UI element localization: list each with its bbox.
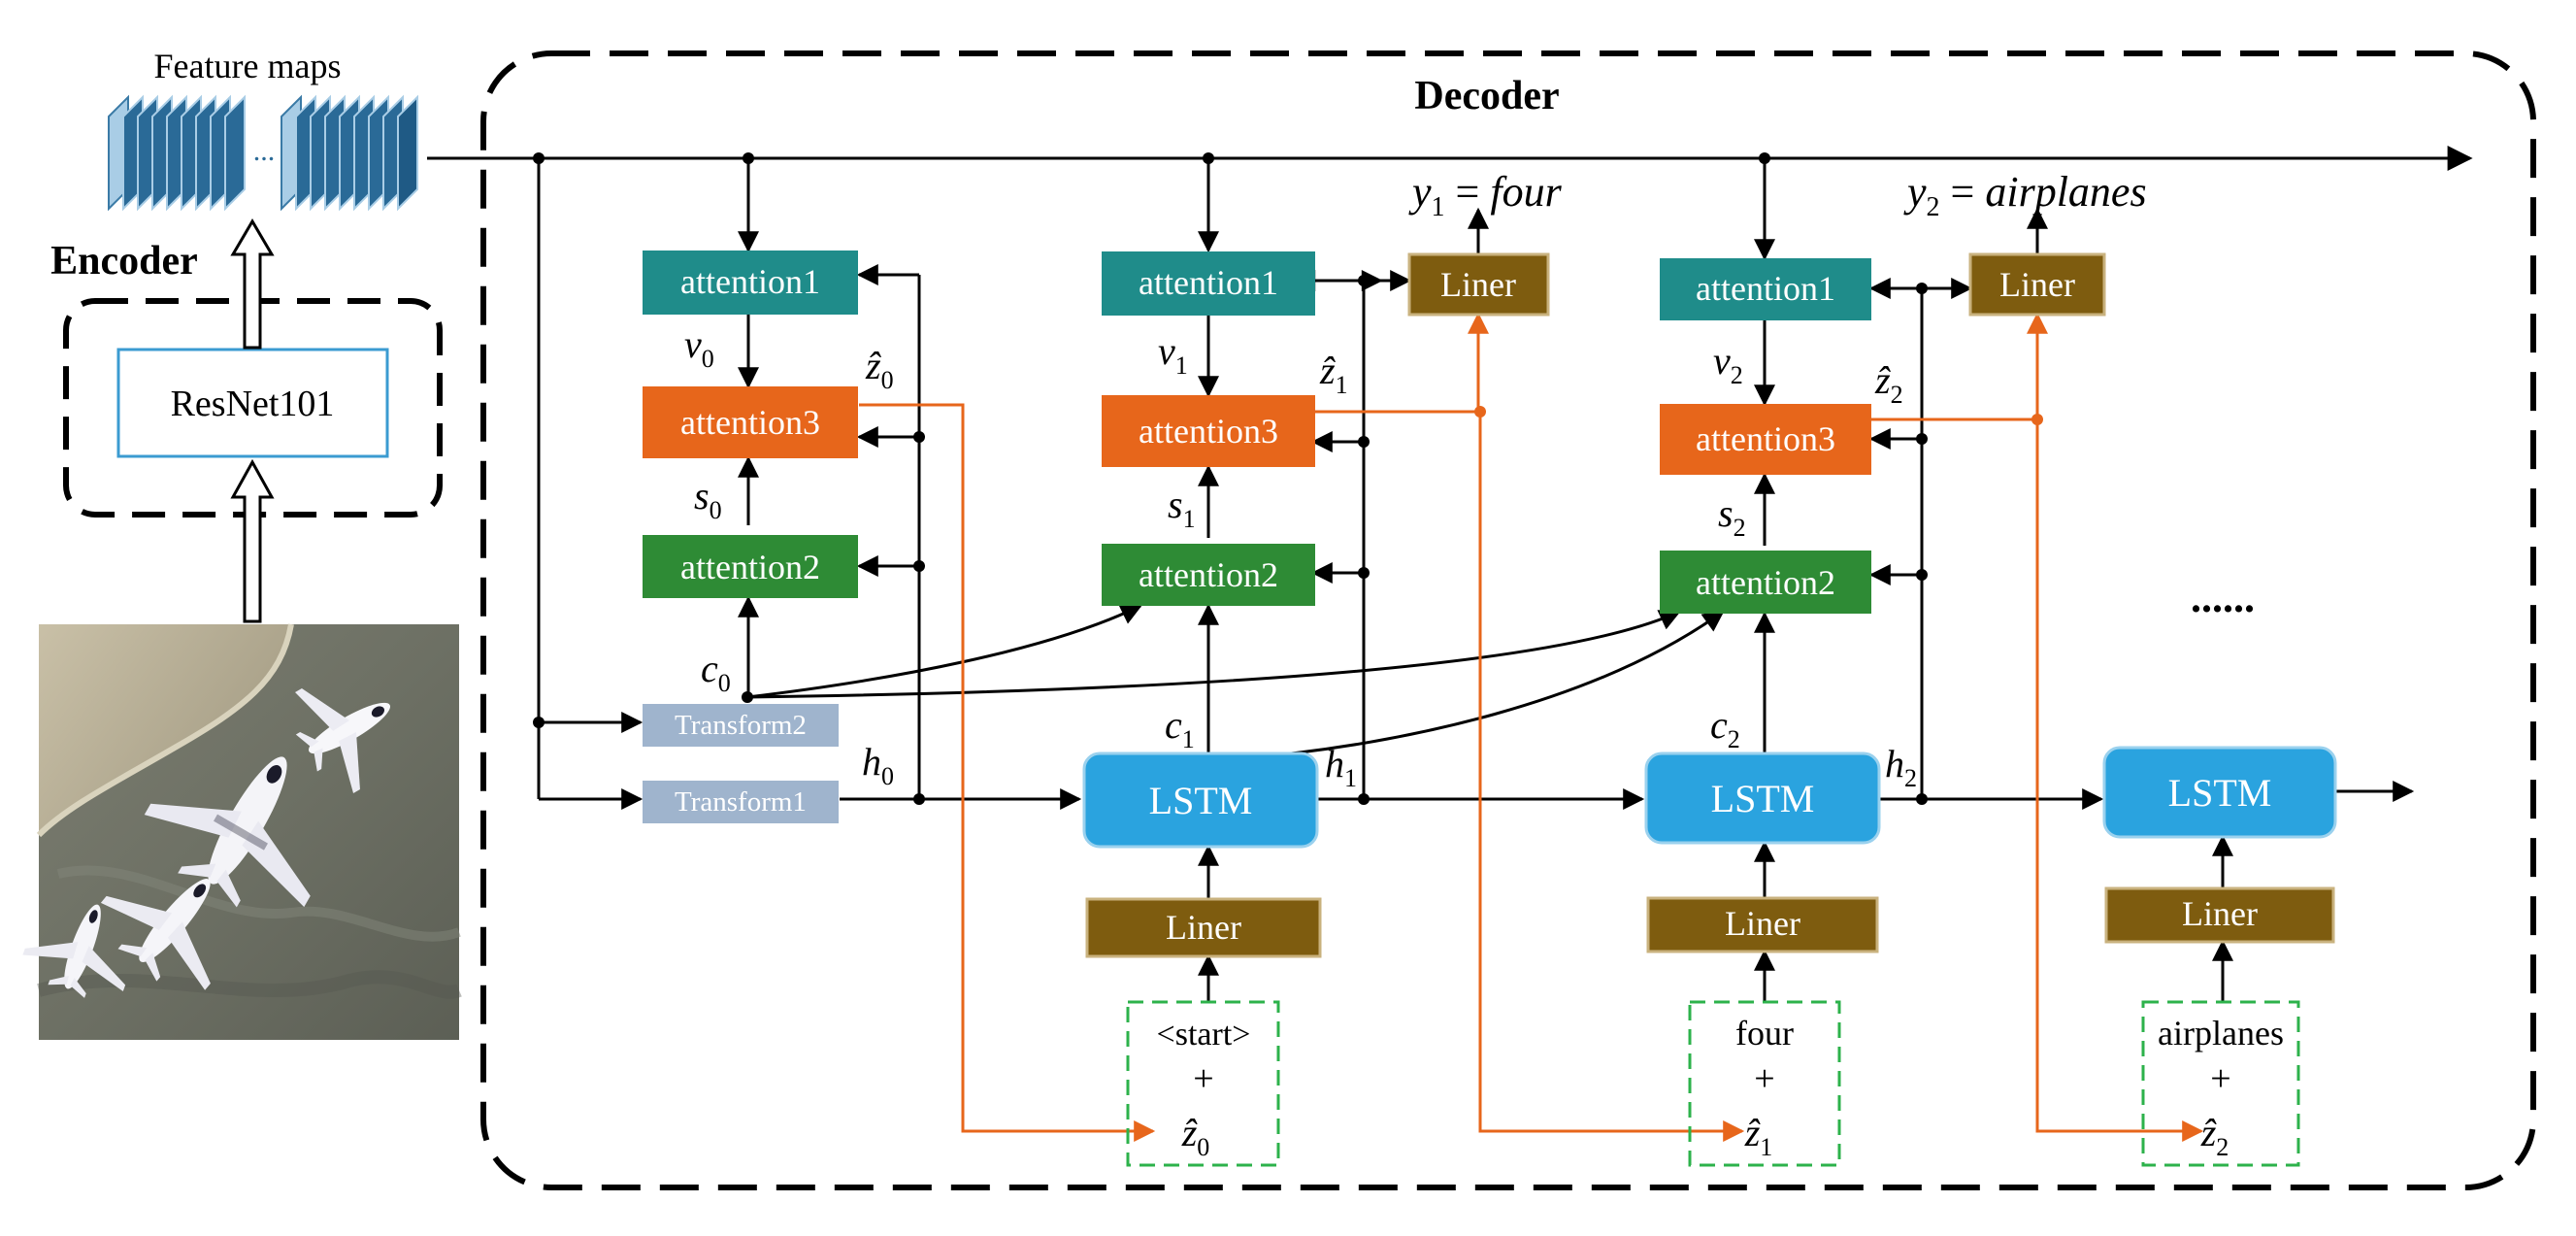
attention3-label-0: attention3 xyxy=(680,403,820,442)
column-1-blocks: attention1 attention3 attention2 LSTM Li… xyxy=(1082,251,1550,958)
attention3-box-0 xyxy=(643,386,858,458)
lstm-box-3 xyxy=(2102,746,2337,839)
label-s0: s0 xyxy=(694,474,722,524)
label-zhat2: ẑ2 xyxy=(1874,358,1903,409)
attention3-label-2: attention3 xyxy=(1696,419,1835,458)
input-token-2: airplanes xyxy=(2158,1014,2284,1052)
label-c1: c1 xyxy=(1165,703,1195,753)
label-h2: h2 xyxy=(1885,742,1917,792)
output-label-1: y1 = four xyxy=(1408,168,1563,222)
attention3-label-1: attention3 xyxy=(1139,412,1278,451)
decoder-dashed-frame xyxy=(480,50,2536,1190)
hollow-arrow-image-to-resnet xyxy=(230,458,275,623)
input-plus-2: + xyxy=(2210,1058,2230,1099)
attention2-label-1: attention2 xyxy=(1139,555,1278,594)
liner-box-output-2 xyxy=(1968,252,2106,317)
input-box-2 xyxy=(2141,1000,2300,1167)
junction-dots xyxy=(533,152,1928,805)
hollow-arrow-resnet-to-features xyxy=(230,218,275,350)
label-s2: s2 xyxy=(1718,491,1746,542)
label-zhat0: ẑ0 xyxy=(865,344,894,394)
aerial-image-airplanes xyxy=(22,623,462,1040)
transform1-box xyxy=(643,781,839,823)
attention2-box-1 xyxy=(1102,544,1315,606)
input-plus-1: + xyxy=(1754,1058,1774,1099)
label-zhat1: ẑ1 xyxy=(1319,349,1348,399)
resnet101-label: ResNet101 xyxy=(171,384,335,424)
input-zhat-0: ẑ0 xyxy=(1181,1111,1210,1161)
liner-box-input-1 xyxy=(1085,897,1322,958)
feature-maps-stack-right xyxy=(281,94,418,212)
attention3-box-1 xyxy=(1102,395,1315,467)
zhat-paths-main xyxy=(1478,312,2204,1142)
label-v1: v1 xyxy=(1158,329,1188,380)
input-token-1: four xyxy=(1735,1014,1794,1052)
liner-label-output-1: Liner xyxy=(1440,265,1516,304)
feature-maps-ellipsis: ... xyxy=(253,135,276,167)
encoder-section: Feature maps ... Encoder Res xyxy=(22,47,462,1040)
zhat-paths xyxy=(859,312,1489,1142)
liner-box-input-3 xyxy=(2104,886,2335,944)
lstm-label-3: LSTM xyxy=(2168,771,2272,815)
connectors xyxy=(427,146,2473,1002)
transform2-label: Transform2 xyxy=(675,710,807,741)
input-zhat-1: ẑ1 xyxy=(1744,1111,1773,1161)
zhat-dots xyxy=(1474,406,2043,425)
attention1-label-0: attention1 xyxy=(680,262,820,301)
liner-label-input-1: Liner xyxy=(1166,908,1241,947)
attention3-box-2 xyxy=(1660,404,1871,475)
column-2-blocks: attention1 attention3 attention2 LSTM Li… xyxy=(1644,252,2106,953)
lstm-label-2: LSTM xyxy=(1711,777,1815,820)
label-v2: v2 xyxy=(1713,339,1743,389)
liner-label-input-2: Liner xyxy=(1725,904,1800,943)
input-token-0: <start> xyxy=(1157,1017,1251,1052)
label-h0: h0 xyxy=(862,740,894,790)
label-s1: s1 xyxy=(1168,483,1196,533)
attention1-box-1 xyxy=(1102,251,1315,316)
input-plus-0: + xyxy=(1193,1058,1213,1099)
attention2-label-2: attention2 xyxy=(1696,563,1835,602)
input-boxes: <start> + ẑ0 four + ẑ1 airplanes + ẑ2 xyxy=(1126,1000,2300,1167)
output-label-2: y2 = airplanes xyxy=(1903,168,2147,222)
column-0-blocks: attention1 attention3 attention2 Transfo… xyxy=(643,251,858,823)
attention2-box-2 xyxy=(1660,551,1871,614)
liner-box-input-2 xyxy=(1646,896,1879,953)
label-c0: c0 xyxy=(701,647,731,697)
attention2-box-0 xyxy=(643,535,858,598)
input-box-0 xyxy=(1126,1000,1280,1167)
input-zhat-2: ẑ2 xyxy=(2200,1111,2229,1161)
resnet101-box xyxy=(116,348,389,458)
liner-label-input-3: Liner xyxy=(2182,894,2258,933)
lstm-box-1 xyxy=(1082,752,1319,849)
liner-box-output-1 xyxy=(1407,252,1550,317)
attention1-label-2: attention1 xyxy=(1696,269,1835,308)
feature-maps-stack-left xyxy=(108,94,246,212)
liner-label-output-2: Liner xyxy=(1999,265,2075,304)
label-h1: h1 xyxy=(1325,742,1357,792)
label-c2: c2 xyxy=(1710,703,1740,753)
attention1-label-1: attention1 xyxy=(1139,263,1278,302)
label-v0: v0 xyxy=(684,322,714,373)
attention1-box-2 xyxy=(1660,258,1871,320)
variable-labels: v0 ẑ0 s0 c0 h0 v1 ẑ1 s1 c1 h1 v2 ẑ2 s2 c… xyxy=(684,322,1917,792)
column-3-blocks: LSTM Liner ...... xyxy=(2102,574,2337,944)
lstm-label-1: LSTM xyxy=(1149,779,1253,822)
decoder-title: Decoder xyxy=(1414,74,1559,118)
transform2-box xyxy=(643,704,839,747)
attention1-box-0 xyxy=(643,251,858,315)
attention2-label-0: attention2 xyxy=(680,548,820,586)
transform1-label: Transform1 xyxy=(675,786,807,818)
lstm-box-2 xyxy=(1644,752,1881,845)
encoder-title: Encoder xyxy=(50,239,198,284)
input-box-1 xyxy=(1688,1000,1841,1167)
continuation-dots: ...... xyxy=(2191,574,2255,621)
feature-maps-label: Feature maps xyxy=(154,47,342,85)
